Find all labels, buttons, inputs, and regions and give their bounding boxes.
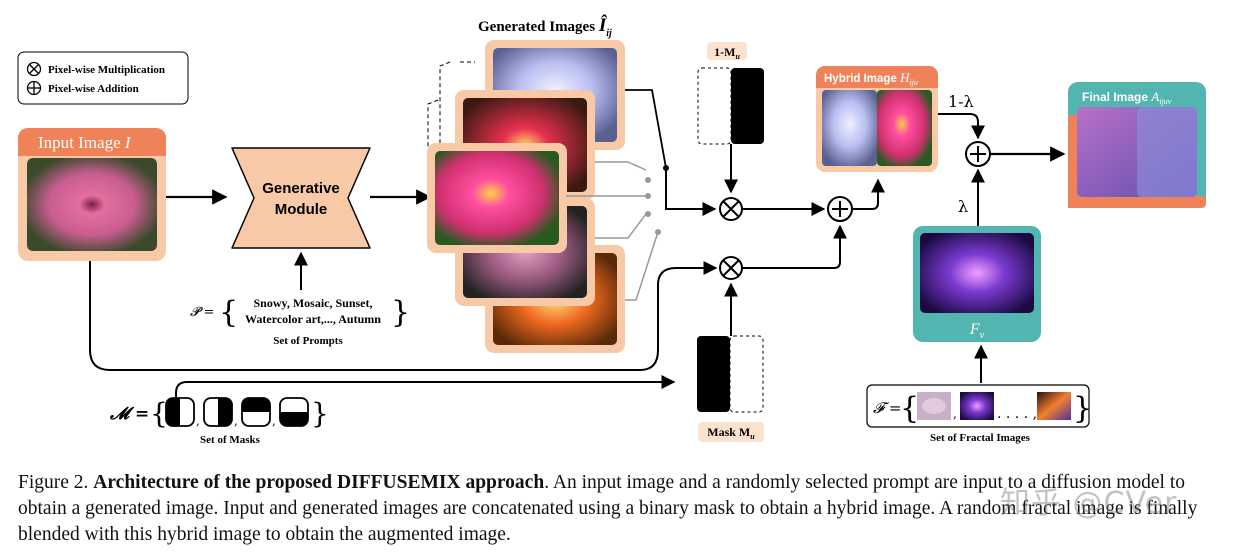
multiply-legend-icon [26, 61, 42, 77]
input-image-title: Input Image I [38, 133, 132, 152]
legend-box: Pixel-wise Multiplication Pixel-wise Add… [17, 51, 189, 105]
mask-brace-right: } [311, 397, 329, 430]
hybrid-image-panel: Hybrid Image Hiju [816, 66, 938, 172]
input-flower-image [27, 158, 157, 251]
prompt-brace-left: { [219, 295, 238, 330]
caption-body: . An input image and a randomly selected… [18, 472, 1198, 545]
one-minus-lambda-label: 1-λ [948, 92, 974, 111]
selector-switch [566, 89, 669, 301]
add-node-hybrid [827, 196, 853, 222]
prompt-set: 𝓟 = { Snowy, Mosaic, Sunset, Watercolor … [190, 295, 410, 347]
input-image-panel: Input Image I [18, 128, 166, 261]
architecture-diagram: Pixel-wise Multiplication Pixel-wise Add… [17, 14, 1206, 446]
arrow-generated-to-multiply [665, 168, 717, 216]
add-node-final [965, 141, 991, 167]
caption-bold-title: Architecture of the proposed DIFFUSEMIX … [93, 472, 545, 493]
legend-add-label: Pixel-wise Addition [48, 83, 139, 95]
fractal-set-caption: Set of Fractal Images [930, 432, 1031, 444]
final-image-title: Final Image Aijuv [1082, 89, 1172, 106]
fractal-brace-right: } [1073, 391, 1092, 426]
hybrid-image-title: Hybrid Image Hiju [824, 70, 918, 87]
legend-multiply-label: Pixel-wise Multiplication [48, 64, 165, 76]
multiply-node-bottom [719, 256, 743, 280]
prompt-set-caption: Set of Prompts [273, 335, 343, 347]
module-line1: Generative [262, 180, 340, 197]
svg-text:,: , [272, 414, 276, 428]
figure-caption: Figure 2. Architecture of the proposed D… [18, 470, 1218, 548]
arrow-multiply2-to-add [742, 224, 847, 269]
generative-module: Generative Module [231, 147, 371, 249]
inverse-mask: 1-Mu [697, 42, 764, 145]
mask-set: 𝓜 = { , , , } Set of Masks [109, 375, 676, 446]
generated-images-title: Generated Images Îij [478, 14, 612, 39]
arrow-maskset-to-mask [175, 375, 676, 413]
multiply-node-top [719, 197, 743, 221]
prompt-brace-right: } [391, 295, 410, 330]
fractal-thumb-2 [960, 392, 994, 420]
generated-images-stack: Generated Images Îij [427, 14, 625, 353]
mask-set-symbol: 𝓜 = [109, 404, 149, 424]
fractal-brace-left: { [900, 391, 919, 426]
fractal-panel: Fv [913, 226, 1041, 342]
fractal-set-symbol: 𝓕 = [873, 399, 901, 417]
mask-label: Mask Mu [707, 425, 755, 441]
svg-text:,: , [196, 414, 200, 428]
prompt-line1: Snowy, Mosaic, Sunset, [253, 296, 372, 310]
svg-text:. . . . ,: . . . . , [997, 406, 1037, 422]
fractal-set: 𝓕 = { , . . . . , } Set of Fractal Image… [866, 384, 1092, 444]
fractal-symbol: Fv [969, 321, 985, 341]
figure-label: Figure 2. [18, 472, 89, 493]
mask-brace-left: { [150, 397, 168, 430]
final-image-panel: Final Image Aijuv [1068, 82, 1206, 208]
inverse-mask-label: 1-Mu [714, 45, 740, 61]
arrow-add-to-hybrid [852, 178, 885, 210]
svg-text:,: , [234, 414, 238, 428]
prompt-line2: Watercolor art,..., Autumn [245, 312, 381, 326]
mask: Mask Mu [697, 335, 764, 442]
fractal-thumb-3 [1037, 392, 1071, 420]
module-line2: Module [275, 201, 328, 218]
prompt-set-symbol: 𝓟 = [190, 305, 214, 320]
watermark: 知乎 @CVer [1000, 486, 1178, 521]
mask-set-caption: Set of Masks [200, 434, 261, 446]
arrow-input-to-multiply2 [89, 261, 718, 371]
arrow-hybrid-to-add [938, 113, 985, 140]
svg-text:,: , [953, 407, 957, 421]
lambda-label: λ [958, 197, 968, 216]
